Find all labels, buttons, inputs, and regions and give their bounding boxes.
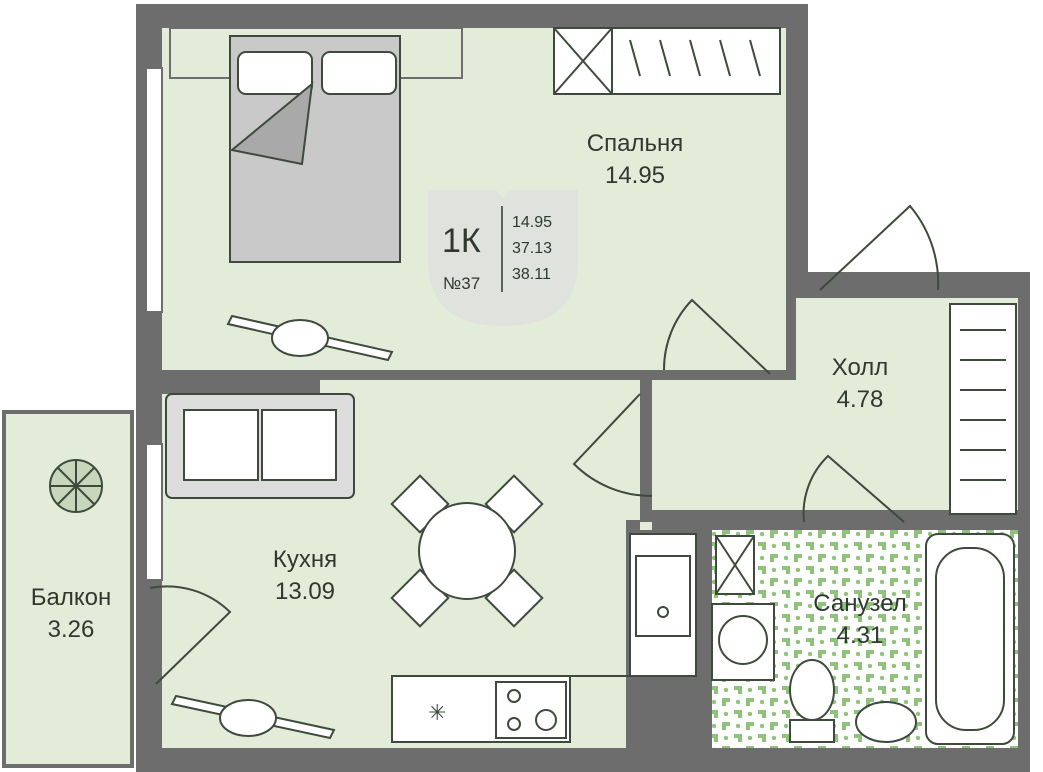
apartment-type: 1К: [442, 222, 481, 260]
kitchen-counter: ✳: [391, 533, 697, 743]
balcony-label: Балкон 3.26: [10, 582, 132, 646]
balcony-area: 3.26: [47, 616, 95, 643]
door-bedroom: [662, 298, 771, 375]
door-balcony: [149, 585, 232, 685]
area-with-balcony: 38.11: [512, 266, 551, 283]
doors: [149, 204, 940, 685]
apartment-areas: 14.95 37.13 38.11: [512, 210, 552, 288]
hall-area: 4.78: [836, 386, 884, 413]
bathroom-area: 4.31: [836, 622, 884, 649]
apartment-number: №37: [443, 274, 481, 293]
kitchen-area: 13.09: [274, 578, 336, 605]
windows: [145, 27, 463, 581]
bathroom-label: Санузел 4.31: [790, 588, 930, 652]
bathroom-name: Санузел: [813, 590, 907, 617]
door-kitchen-hall: [572, 393, 653, 498]
hall-label: Холл 4.78: [800, 352, 920, 416]
badge-shape: [428, 190, 578, 326]
door-bathroom: [802, 454, 905, 523]
window-furniture: [170, 314, 394, 740]
door-entrance: [819, 204, 940, 291]
hall-name: Холл: [831, 354, 889, 381]
window-kitchen: [145, 443, 163, 581]
bathroom-fixtures: [711, 533, 1015, 745]
area-living: 14.95: [512, 214, 553, 231]
balcony-name: Балкон: [30, 584, 112, 611]
bedroom-name: Спальня: [586, 130, 684, 157]
kitchen-name: Кухня: [272, 546, 338, 573]
bedroom-label: Спальня 14.95: [560, 128, 710, 192]
plant-icon: [49, 459, 103, 513]
wardrobe-bedroom: [553, 27, 781, 95]
area-total: 37.13: [512, 240, 553, 257]
bed: [229, 35, 401, 263]
kitchen-label: Кухня 13.09: [240, 544, 370, 608]
bedroom-area: 14.95: [604, 162, 666, 189]
apartment-badge: 1К №37 14.95 37.13 38.11: [428, 188, 578, 326]
wardrobe-hall: [949, 303, 1017, 515]
window-bedroom: [145, 67, 163, 313]
dining-table: [390, 474, 544, 628]
svg-text:✳: ✳: [428, 700, 446, 725]
sofa: [165, 393, 355, 499]
